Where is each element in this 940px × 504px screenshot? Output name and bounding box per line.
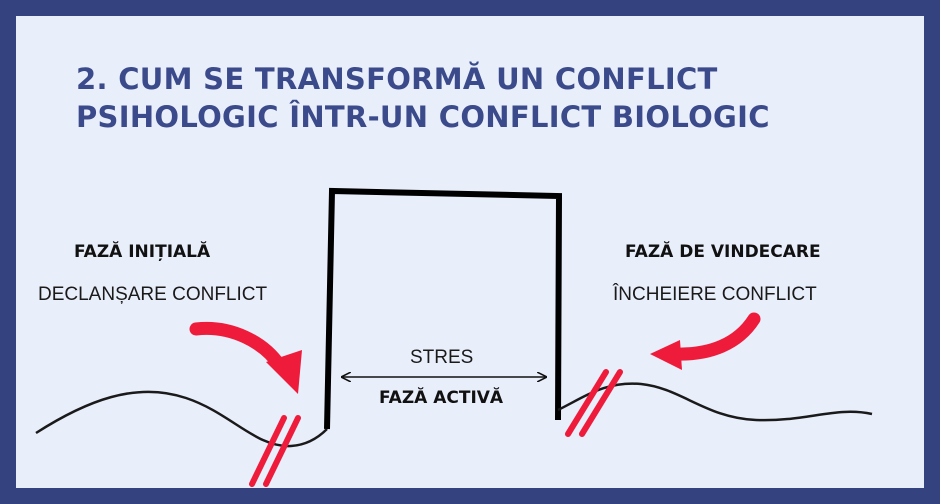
wave-right bbox=[557, 382, 873, 422]
double-slash-break-icon bbox=[249, 415, 301, 487]
active-phase-block bbox=[324, 187, 563, 430]
diagram-panel: 2. CUM SE TRANSFORMĂ UN CONFLICT PSIHOLO… bbox=[16, 16, 924, 488]
title-line-1: 2. CUM SE TRANSFORMĂ UN CONFLICT bbox=[76, 62, 718, 96]
page-title: 2. CUM SE TRANSFORMĂ UN CONFLICT PSIHOLO… bbox=[76, 60, 770, 136]
initial-phase-title: FAZĂ INIȚIALĂ bbox=[74, 242, 211, 262]
title-line-2: PSIHOLOGIC ÎNTR-UN CONFLICT BIOLOGIC bbox=[76, 100, 770, 134]
double-slash-break-icon bbox=[565, 369, 623, 437]
wave-left bbox=[35, 390, 328, 448]
active-phase-description: STRES bbox=[410, 347, 474, 368]
healing-phase-description: ÎNCHEIERE CONFLICT bbox=[613, 284, 817, 305]
curved-arrow-left-icon bbox=[650, 312, 761, 370]
healing-phase-title: FAZĂ DE VINDECARE bbox=[625, 242, 821, 262]
phase-diagram bbox=[35, 187, 873, 487]
curved-arrow-right-down-icon bbox=[189, 321, 302, 394]
active-phase-title: FAZĂ ACTIVĂ bbox=[379, 388, 504, 408]
initial-phase-description: DECLANȘARE CONFLICT bbox=[38, 284, 268, 305]
